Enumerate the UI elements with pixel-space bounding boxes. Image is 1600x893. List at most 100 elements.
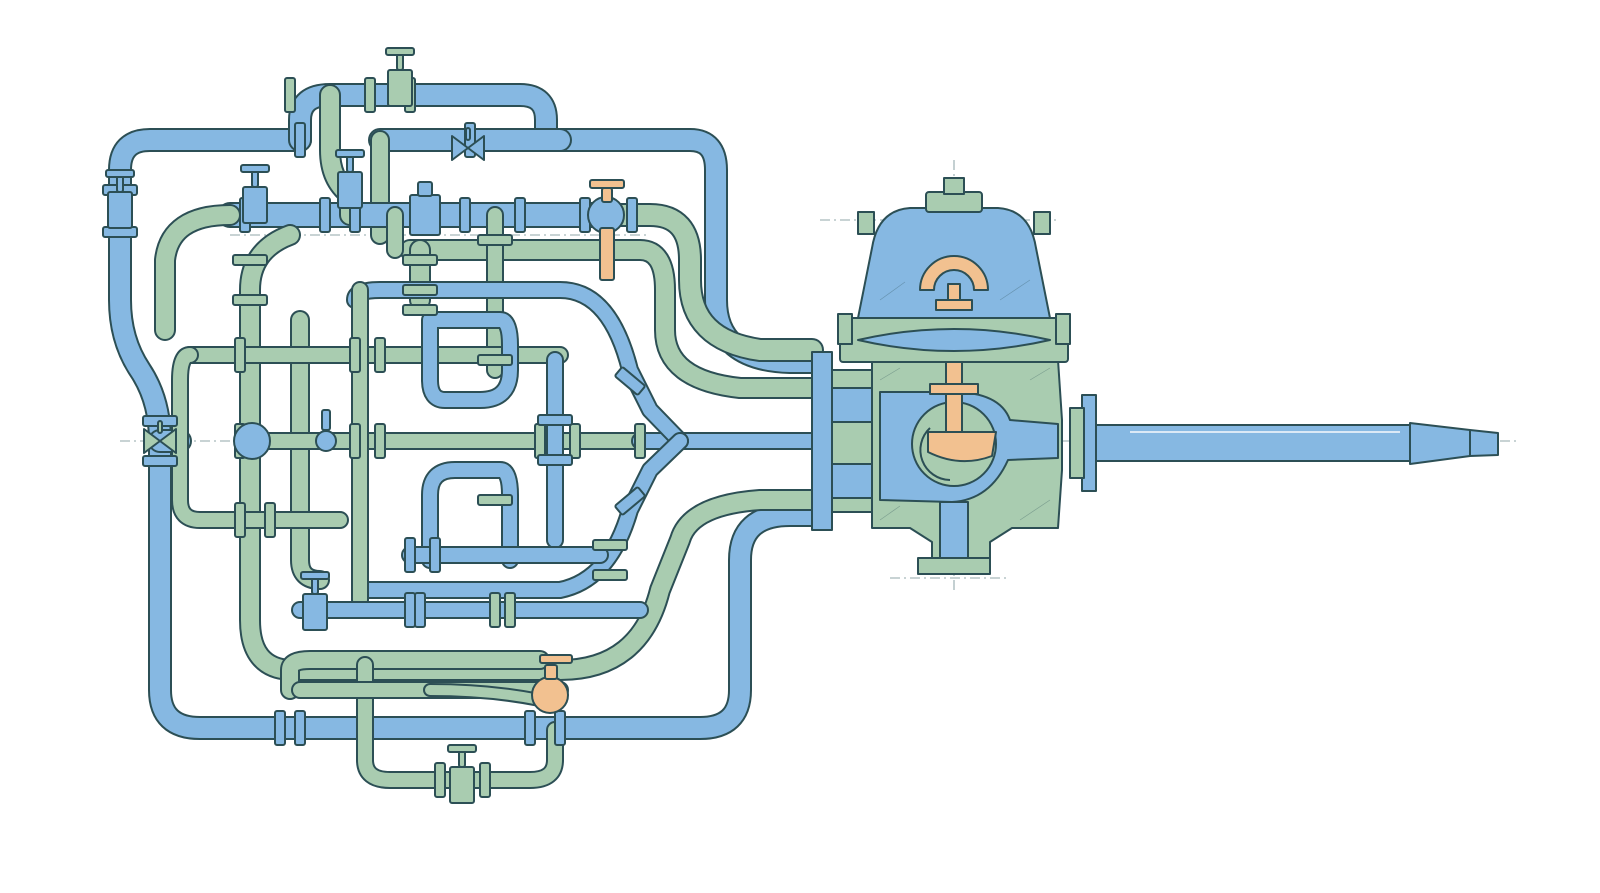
diaphragm: [857, 328, 1051, 352]
pipe-coupling: [264, 502, 276, 538]
valve-body: [242, 186, 268, 224]
pipe-header-to-regulator: [598, 203, 824, 362]
pipe-fittings: [102, 47, 646, 804]
valve-handwheel: [447, 744, 477, 753]
pipe-bottom-diagonal: [423, 683, 547, 707]
pipe-coupling: [284, 77, 296, 113]
pipe-coupling: [537, 414, 573, 426]
valve-handwheel: [105, 169, 135, 178]
pipe-bottom-loop: [280, 650, 550, 700]
pipe-coupling: [374, 337, 386, 373]
pipe-coupling: [554, 710, 566, 746]
pipe-coupling: [504, 592, 516, 628]
valve-handle: [539, 654, 573, 664]
outlet-flange-inner: [1069, 407, 1085, 479]
pipe-coupling: [429, 537, 441, 573]
pipe-coupling: [592, 539, 628, 551]
valve-handwheel: [300, 571, 330, 580]
pipe-coupling: [434, 762, 446, 798]
pipe-coupling: [294, 710, 306, 746]
pipe-coupling: [402, 254, 438, 266]
valve-stem: [465, 127, 471, 141]
valve-stem: [945, 361, 963, 435]
valve-stem: [157, 420, 163, 434]
valve-plug: [927, 431, 997, 463]
pipe-coupling: [319, 197, 331, 233]
pipe-coupling: [234, 337, 246, 373]
outlet-pipe-with-nozzle: [1069, 394, 1499, 492]
pipe-coupling: [232, 294, 268, 306]
gate-valve: [451, 135, 485, 161]
valve-handwheel: [335, 149, 365, 158]
pipe-coupling: [459, 197, 471, 233]
valve-handwheel: [240, 164, 270, 173]
nozzle: [1409, 422, 1499, 465]
pipe-coupling: [274, 710, 286, 746]
valve-stem: [346, 155, 354, 173]
pipe-coupling: [349, 337, 361, 373]
pipe-coupling: [477, 234, 513, 246]
small-valve: [315, 430, 337, 452]
pipe-coupling: [404, 592, 416, 628]
pipe-outer-left-bottom: [108, 203, 824, 740]
pipe-coupling: [294, 122, 306, 158]
pipe-coupling: [349, 423, 361, 459]
pipe-u-loop-lower: [421, 461, 519, 569]
pipe-coupling: [514, 197, 526, 233]
pipe-coupling: [626, 197, 638, 233]
valve-stem: [116, 175, 124, 193]
valve-body: [449, 766, 475, 804]
valve-stem: [458, 750, 466, 768]
valve-body: [387, 69, 413, 107]
pipe-cross-fitting: [233, 422, 271, 460]
valve-stem: [321, 409, 331, 431]
pipe-coupling: [479, 762, 491, 798]
pipe-coupling: [142, 455, 178, 467]
pipe-coupling: [234, 502, 246, 538]
pipe-coupling: [489, 592, 501, 628]
valve-stem: [251, 170, 259, 188]
outlet-pipe: [1089, 424, 1421, 462]
pipe-coupling: [402, 284, 438, 296]
gate-valve: [143, 428, 177, 454]
pipe-left-sweep: [154, 204, 241, 341]
pipe-left-loop: [171, 346, 349, 529]
pipe-tee: [409, 194, 441, 236]
valve-handle: [589, 179, 625, 189]
pipe-coupling: [414, 592, 426, 628]
pipe-coupling: [477, 494, 513, 506]
pipe-coupling: [404, 537, 416, 573]
pipe-coupling: [477, 354, 513, 366]
valve-stem: [544, 664, 558, 680]
pipe-coupling: [524, 710, 536, 746]
pipe-coupling: [592, 569, 628, 581]
valve-body: [337, 171, 363, 209]
valve-stem: [601, 187, 613, 203]
body-hatching: [879, 279, 1051, 521]
pipe-tee-cap: [417, 181, 433, 197]
valve-body: [107, 191, 133, 229]
bonnet-nut: [943, 177, 965, 195]
pipe-coupling: [537, 454, 573, 466]
pipe-coupling: [614, 366, 646, 396]
pipe-coupling: [569, 423, 581, 459]
pipe-u-loop-upper: [421, 311, 519, 409]
pipe-coupling: [614, 486, 646, 516]
pipe-coupling: [534, 423, 546, 459]
bottom-flange: [917, 557, 991, 575]
valve-stem: [396, 53, 404, 71]
pipe-coupling: [232, 254, 268, 266]
pipe-coupling: [364, 77, 376, 113]
pipe-second-header: [399, 239, 823, 399]
valve-body: [302, 593, 328, 631]
pipe-left-lower-loop: [239, 224, 823, 681]
inlet-flange: [811, 351, 833, 531]
pressure-regulator-valve: [811, 177, 1071, 575]
pipe-coupling: [634, 423, 646, 459]
adjusting-wheel: [919, 255, 989, 291]
ball-valve-bottom: [531, 676, 569, 714]
valve-handwheel: [385, 47, 415, 56]
valve-spindle: [599, 227, 615, 281]
